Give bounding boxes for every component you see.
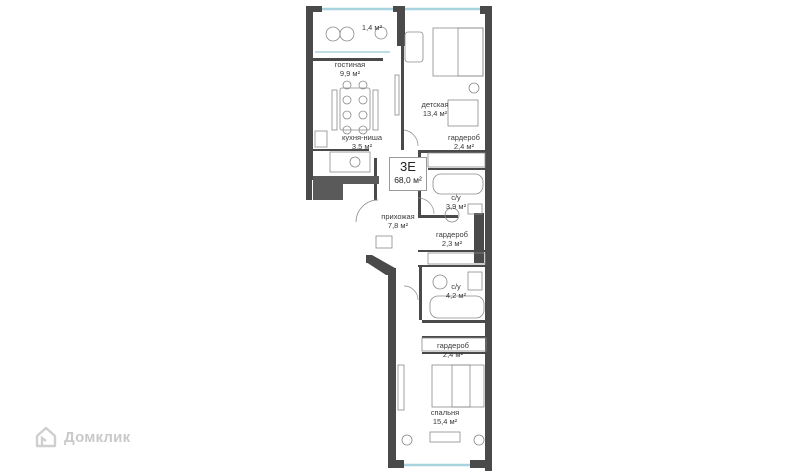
room-area: 2,4 м² — [453, 142, 475, 151]
room-area: 2,4 м² — [442, 350, 464, 359]
room-label-balcony: 1,4 м² — [356, 23, 388, 32]
room-area: 3,5 м² — [351, 142, 373, 151]
room-name: детская — [421, 100, 449, 109]
room-label-kitchen: кухня-ниша 3,5 м² — [338, 133, 386, 151]
room-label-bedroom: спальня 15,4 м² — [424, 408, 466, 426]
room-area: 13,4 м² — [422, 109, 448, 118]
apartment-area: 68,0 м² — [394, 175, 422, 185]
room-name: спальня — [430, 408, 460, 417]
apartment-badge: 3Е 68,0 м² — [389, 157, 427, 191]
walls — [306, 6, 492, 471]
room-area: 9,9 м² — [339, 69, 361, 78]
room-label-living: гостиная 9,9 м² — [330, 60, 370, 78]
windows — [315, 7, 480, 467]
watermark-text: Домклик — [64, 428, 131, 446]
room-name: кухня-ниша — [341, 133, 383, 142]
room-label-bath1: с/у 3,9 м² — [441, 193, 471, 211]
room-area: 4,2 м² — [445, 291, 467, 300]
room-label-wardrobe1: гардероб 2,4 м² — [443, 133, 485, 151]
room-area: 2,3 м² — [441, 239, 463, 248]
furniture — [314, 26, 487, 446]
room-area: 7,8 м² — [387, 221, 409, 230]
room-name: прихожая — [381, 212, 415, 221]
room-name: с/у — [451, 193, 461, 202]
room-label-wardrobe3: гардероб 2,4 м² — [432, 341, 474, 359]
room-name: гардероб — [437, 341, 469, 350]
room-label-kids: детская 13,4 м² — [414, 100, 456, 118]
room-area: 1,4 м² — [361, 23, 383, 32]
room-label-wardrobe2: гардероб 2,3 м² — [431, 230, 473, 248]
room-name: гостиная — [334, 60, 366, 69]
room-area: 3,9 м² — [445, 202, 467, 211]
room-name: гардероб — [436, 230, 468, 239]
room-name: с/у — [451, 282, 461, 291]
room-name: гардероб — [448, 133, 480, 142]
room-label-hall: прихожая 7,8 м² — [376, 212, 420, 230]
room-area: 15,4 м² — [432, 417, 458, 426]
apartment-type: 3Е — [400, 159, 416, 174]
house-icon — [35, 426, 57, 448]
watermark: Домклик — [34, 424, 130, 450]
doors — [355, 129, 435, 301]
room-label-bath2: с/у 4,2 м² — [441, 282, 471, 300]
